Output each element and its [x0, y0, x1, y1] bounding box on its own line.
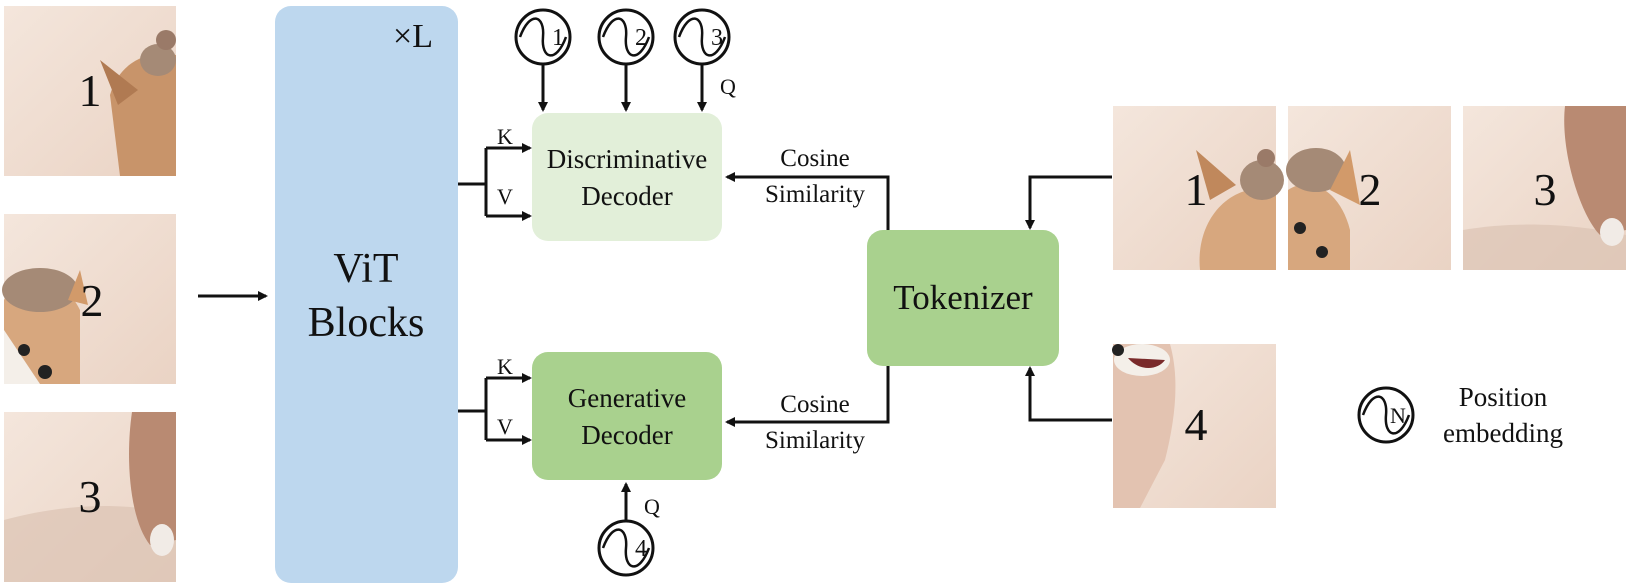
cosine-top-line1: Cosine — [780, 145, 849, 172]
wave-icon — [518, 17, 568, 57]
dog-head-image — [1199, 188, 1276, 270]
key-label-bottom: K — [497, 354, 513, 379]
vit-title-line1: ViT — [333, 246, 398, 292]
discriminative-decoder: Discriminative Decoder — [532, 113, 722, 241]
position-embedding-4-number: 4 — [635, 536, 647, 562]
value-label-bottom: V — [497, 414, 513, 439]
tokenizer-label: Tokenizer — [893, 278, 1033, 317]
position-embedding-2-number: 2 — [635, 25, 647, 51]
position-embedding-3-number: 3 — [711, 25, 723, 51]
tokenizer-input-arrow-top — [1025, 175, 1112, 230]
target-patch-4-number: 4 — [1185, 399, 1208, 450]
layer-repeat-label: ×L — [393, 18, 433, 55]
discriminative-decoder-line2: Decoder — [581, 181, 672, 211]
legend-line1: Position — [1459, 382, 1548, 412]
generative-decoder-line2: Decoder — [581, 420, 672, 450]
target-patch-2-number: 2 — [1359, 164, 1382, 215]
input-patch-1: 1 — [4, 6, 176, 176]
discriminative-decoder-line1: Discriminative — [547, 144, 707, 174]
dog-face-image — [1288, 184, 1350, 270]
target-patch-1: 1 — [1113, 106, 1284, 270]
dog-sweater-image — [1113, 344, 1176, 508]
position-embedding-4: 4 Q — [597, 482, 660, 577]
vit-title-line2: Blocks — [308, 300, 425, 346]
cosine-bottom-line1: Cosine — [780, 391, 849, 418]
discriminative-branch: K V — [458, 124, 532, 221]
wave-icon — [1361, 395, 1411, 435]
query-label-top: Q — [720, 74, 736, 99]
wave-icon — [601, 528, 651, 568]
tokenizer-input-arrow-bottom — [1025, 366, 1112, 422]
tokenizer: Tokenizer — [867, 230, 1059, 366]
generative-decoder-line1: Generative — [568, 383, 686, 413]
input-patch-3: 3 — [4, 412, 176, 582]
target-patch-3-number: 3 — [1534, 164, 1557, 215]
cosine-bottom-line2: Similarity — [765, 427, 866, 454]
dog-sweater-image — [1564, 106, 1626, 235]
position-embedding-3: 3 Q — [673, 8, 736, 112]
target-patch-4: 4 — [1112, 344, 1276, 508]
query-label-bottom: Q — [644, 494, 660, 519]
target-patch-3: 3 — [1463, 106, 1626, 270]
wave-icon — [601, 17, 651, 57]
cosine-similarity-bottom: Cosine Similarity — [725, 366, 890, 454]
knit-hat-image — [1240, 160, 1284, 200]
vit-blocks: ViT Blocks ×L — [275, 6, 458, 583]
generative-branch: K V — [458, 354, 532, 445]
position-embedding-2: 2 — [597, 8, 655, 112]
cosine-similarity-top: Cosine Similarity — [725, 145, 890, 230]
generative-decoder: Generative Decoder — [532, 352, 722, 480]
wave-icon — [677, 17, 727, 57]
target-patch-1-number: 1 — [1185, 164, 1208, 215]
dog-sweater-image — [129, 412, 176, 545]
input-patch-2-number: 2 — [81, 275, 104, 326]
position-embedding-1-number: 1 — [552, 25, 564, 51]
cosine-top-line2: Similarity — [765, 181, 866, 208]
input-patch-2: 2 — [2, 214, 176, 384]
legend: N Position embedding — [1357, 382, 1563, 448]
knit-hat-image — [140, 44, 176, 76]
target-patch-2: 2 — [1286, 106, 1451, 270]
legend-symbol: N — [1390, 403, 1406, 428]
knit-hat-image — [2, 268, 78, 312]
position-embedding-1: 1 — [514, 8, 572, 112]
input-patch-3-number: 3 — [79, 471, 102, 522]
input-patch-1-number: 1 — [79, 65, 102, 116]
knit-hat-image — [1286, 148, 1346, 192]
key-label-top: K — [497, 124, 513, 149]
legend-line2: embedding — [1443, 418, 1563, 448]
value-label-top: V — [497, 184, 513, 209]
